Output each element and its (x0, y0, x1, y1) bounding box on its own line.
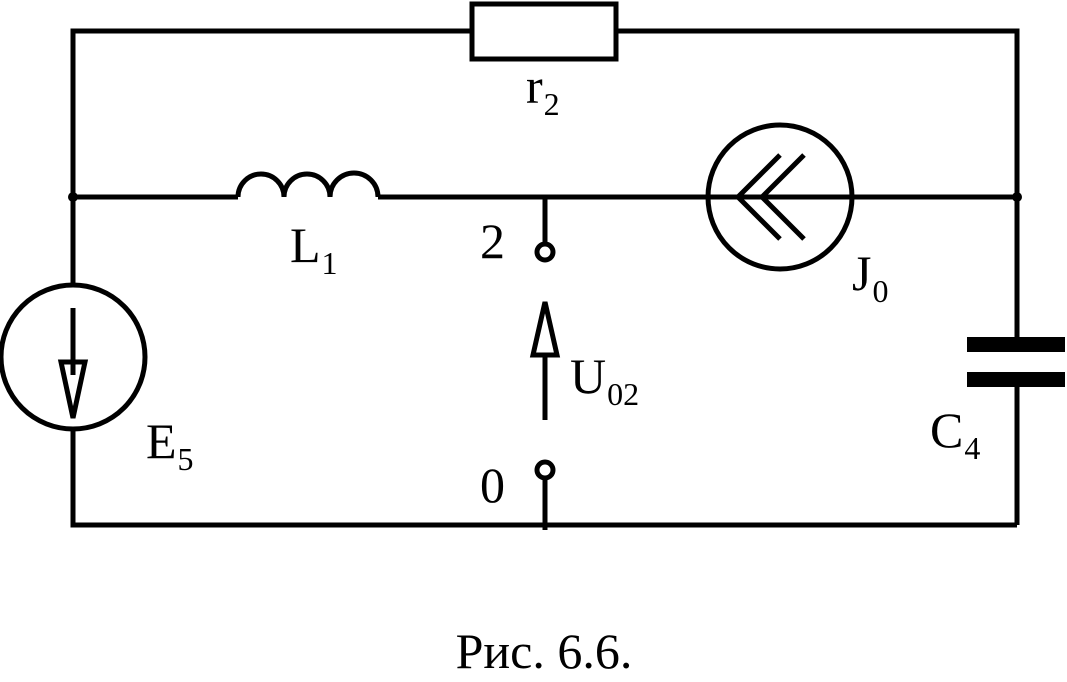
wire-top-right (616, 28, 1020, 197)
label-node-2: 2 (480, 213, 505, 269)
junction-dot-right (1012, 192, 1022, 202)
label-e5: E5 (146, 413, 194, 477)
current-source-j0-chevron-2 (758, 153, 806, 241)
resistor-r2 (469, 1, 619, 62)
wire-left-lower (70, 429, 1017, 528)
voltage-source-e5-arrow (57, 359, 89, 419)
wire-top (70, 28, 472, 197)
terminal-node-0 (534, 459, 556, 481)
label-r2: r2 (526, 58, 560, 122)
capacitor-c4-plate-top (967, 337, 1065, 352)
junction-dot-left (68, 192, 78, 202)
label-c4: C4 (930, 402, 980, 466)
capacitor-c4-plate-bottom (967, 372, 1065, 387)
inductor-l1 (235, 170, 381, 198)
voltage-u02-arrowhead (529, 301, 561, 358)
terminal-node-2 (534, 241, 556, 263)
label-l1: L1 (290, 217, 338, 281)
current-source-j0-chevron-1 (734, 153, 782, 241)
label-j0: J0 (852, 245, 888, 309)
label-node-0: 0 (480, 457, 505, 513)
label-u02: U02 (570, 348, 639, 412)
figure-caption: Рис. 6.6. (456, 623, 633, 677)
